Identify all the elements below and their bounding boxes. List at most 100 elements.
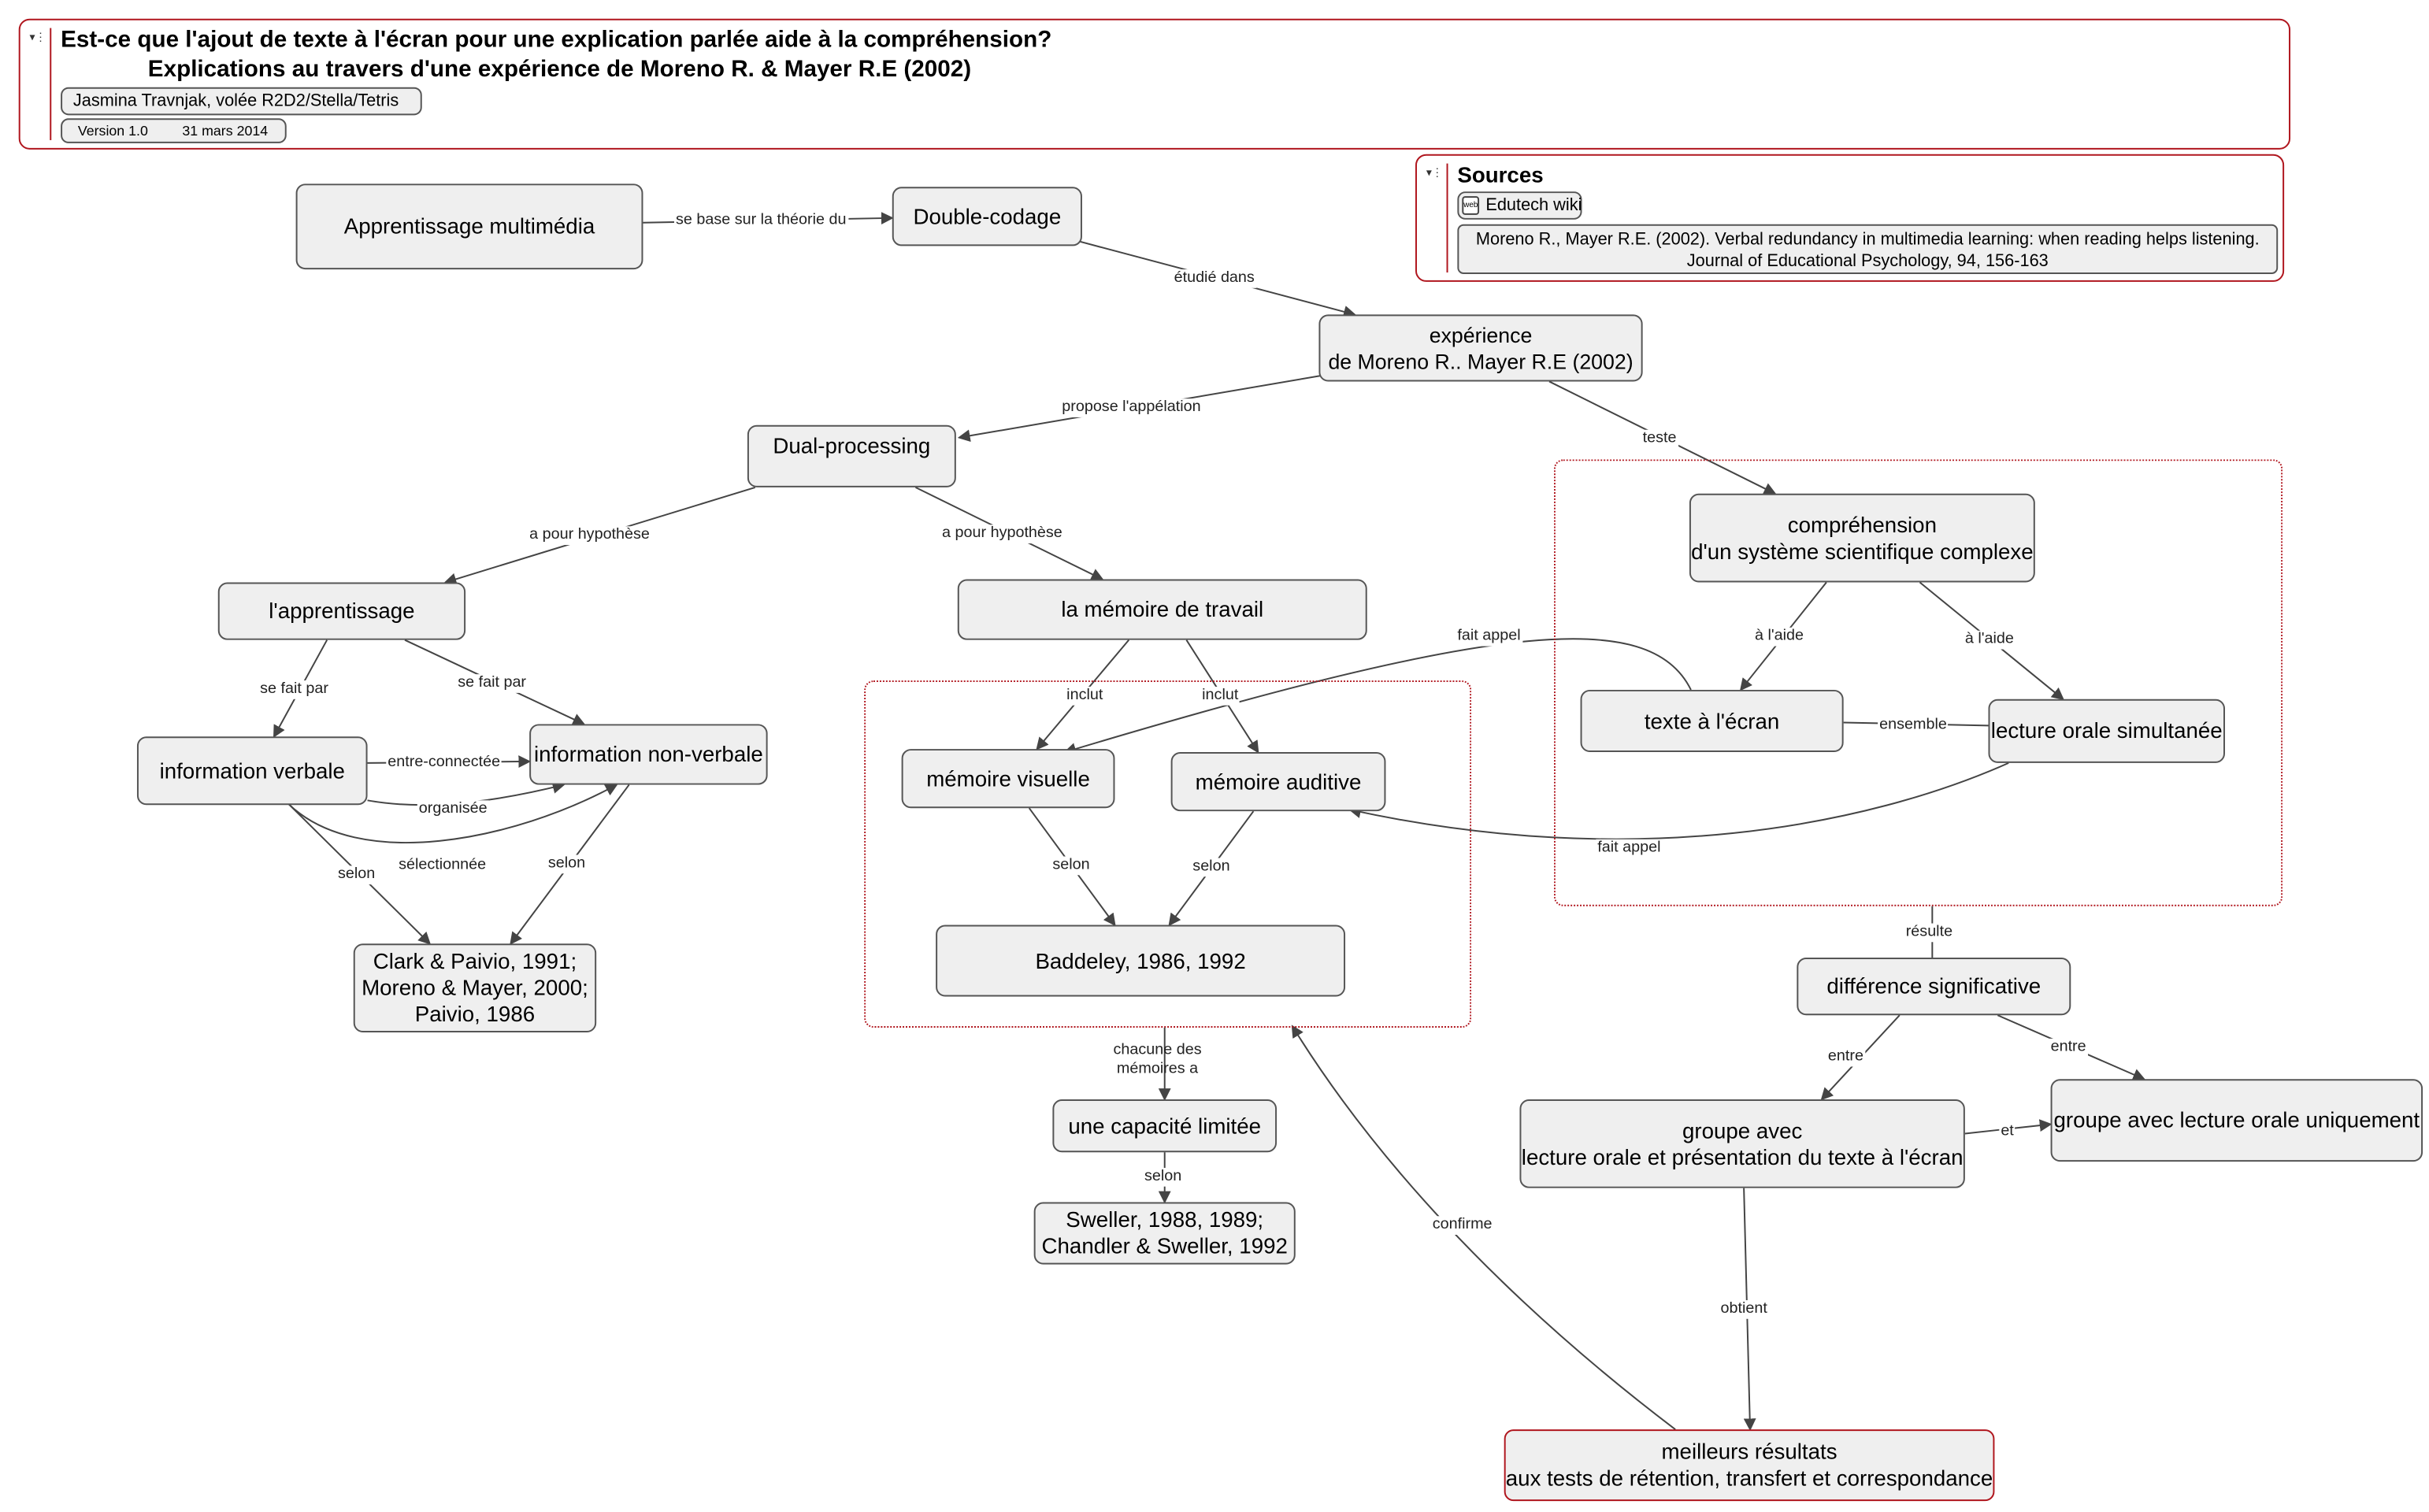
node-label: la mémoire de travail [1061,596,1264,621]
link-label-inclut-1: inclut [1065,686,1105,706]
node-baddeley[interactable]: Baddeley, 1986, 1992 [936,925,1346,997]
panel-divider [50,28,52,140]
link-label-organisee: organisée [417,800,489,820]
node-difference-significative[interactable]: différence significative [1797,958,2071,1016]
link-label-a-laide-2: à l'aide [1963,630,2016,650]
node-label: texte à l'écran [1644,707,1780,733]
node-label-line2: de Moreno R.. Mayer R.E (2002) [1328,349,1634,373]
node-label: lecture orale simultanée [1990,717,2223,743]
link-label-se-fait-par-1: se fait par [258,680,330,699]
node-sweller[interactable]: Sweller, 1988, 1989; Chandler & Sweller,… [1033,1202,1296,1265]
link-label-obtient: obtient [1719,1300,1769,1319]
node-groupe-lecture-orale[interactable]: groupe avec lecture orale uniquement [2050,1079,2423,1162]
memory-group-boundary [864,680,1472,1028]
link-label-selon-2: selon [546,854,588,874]
node-memoire-auditive[interactable]: mémoire auditive [1170,752,1386,812]
link-label-entre-connectee: entre-connectée [386,754,502,773]
node-label-line3: Paivio, 1986 [414,1001,536,1027]
link-label-selectionnee: sélectionnée [397,856,488,876]
link-label-chacune-line1: chacune des [1113,1041,1202,1059]
link-label-selon-4: selon [1191,858,1232,877]
collapse-toggle-icon[interactable]: ▾⋮ [1426,168,1443,180]
link-label-se-fait-par-2: se fait par [456,674,528,693]
page-title: Est-ce que l'ajout de texte à l'écran po… [61,26,1052,54]
date-text: 31 mars 2014 [182,123,269,139]
node-label: information verbale [159,757,345,783]
link-label-propose: propose l'appélation [1060,398,1203,417]
node-label: Baddeley, 1986, 1992 [1035,947,1246,973]
node-label: Double-codage [913,203,1062,228]
node-label: une capacité limitée [1068,1112,1262,1138]
link-label-selon-5: selon [1143,1167,1184,1187]
link-label-selon-3: selon [1051,856,1092,876]
node-label: Apprentissage multimédia [343,213,595,239]
reference-line-1: Moreno R., Mayer R.E. (2002). Verbal red… [1475,230,2260,250]
node-label: l'apprentissage [269,598,415,623]
panel-divider [1446,163,1448,273]
node-label: groupe avec lecture orale uniquement [2053,1106,2420,1132]
node-label-line1: Sweller, 1988, 1989; [1066,1206,1264,1232]
link-label-fait-appel-1: fait appel [1456,627,1522,647]
node-label-line2: d'un système scientifique complexe [1691,538,2034,563]
node-label: mémoire visuelle [926,765,1090,791]
node-label: information non-verbale [533,741,763,766]
version-pill: Version 1.0 31 mars 2014 [61,118,287,143]
node-label-line2: Moreno & Mayer, 2000; [362,974,588,1000]
reference-box: Moreno R., Mayer R.E. (2002). Verbal red… [1457,224,2279,275]
node-label-line2: Chandler & Sweller, 1992 [1041,1233,1288,1258]
page-subtitle: Explications au travers d'une expérience… [147,56,972,83]
sources-panel: ▾⋮ Sources web Edutech wiki Moreno R., M… [1415,154,2285,282]
node-groupe-lecture-texte[interactable]: groupe avec lecture orale et présentatio… [1519,1099,1965,1188]
node-clark-paivio[interactable]: Clark & Paivio, 1991; Moreno & Mayer, 20… [353,943,597,1032]
node-meilleurs-resultats[interactable]: meilleurs résultats aux tests de rétenti… [1504,1429,1995,1502]
node-label-line2: lecture orale et présentation du texte à… [1521,1143,1964,1169]
node-label-line1: groupe avec [1682,1117,1803,1143]
link-label-etudie-dans: étudié dans [1172,269,1256,288]
node-experience[interactable]: expérience de Moreno R.. Mayer R.E (2002… [1318,314,1643,382]
link-label-teste: teste [1641,429,1678,449]
link-label-chacune-line2: mémoires a [1116,1060,1199,1078]
web-link-icon: web [1462,196,1480,215]
author-text: Jasmina Travnjak, volée R2D2/Stella/Tetr… [72,91,399,111]
link-label-confirme: confirme [1430,1216,1494,1235]
node-label: différence significative [1826,973,2041,999]
node-apprentissage-multimedia[interactable]: Apprentissage multimédia [295,183,643,270]
node-capacite-limitee[interactable]: une capacité limitée [1052,1099,1278,1153]
collapse-toggle-icon[interactable]: ▾⋮ [29,32,46,44]
link-label-se-base: se base sur la théorie du [673,211,848,231]
link-label-hypothese-1: a pour hypothèse [528,526,651,546]
node-comprehension[interactable]: compréhension d'un système scientifique … [1689,493,2035,583]
node-lecture-orale-simultanee[interactable]: lecture orale simultanée [1988,699,2225,763]
link-label-inclut-2: inclut [1200,686,1240,706]
reference-line-2: Journal of Educational Psychology, 94, 1… [1686,252,2049,272]
node-label-line1: compréhension [1787,511,1937,537]
link-label-ensemble: ensemble [1878,716,1949,736]
node-memoire-visuelle[interactable]: mémoire visuelle [901,749,1115,809]
link-label-chacune: chacune des mémoires a [1112,1042,1203,1079]
node-dual-processing[interactable]: Dual-processing [747,424,956,487]
link-label-hypothese-2: a pour hypothèse [940,524,1064,544]
node-apprentissage[interactable]: l'apprentissage [217,582,466,640]
author-pill: Jasmina Travnjak, volée R2D2/Stella/Tetr… [61,87,422,116]
node-label-line1: meilleurs résultats [1661,1439,1838,1464]
link-label-a-laide-1: à l'aide [1752,627,1805,647]
title-panel: ▾⋮ Est-ce que l'ajout de texte à l'écran… [18,18,2291,150]
edutech-wiki-link[interactable]: web Edutech wiki [1457,191,1582,220]
link-label-entre-2: entre [2049,1038,2088,1058]
node-double-codage[interactable]: Double-codage [892,187,1082,246]
node-label-line1: Clark & Paivio, 1991; [373,948,577,973]
node-information-non-verbale[interactable]: information non-verbale [529,724,768,785]
link-label-entre-1: entre [1826,1047,1865,1067]
node-texte-ecran[interactable]: texte à l'écran [1580,689,1844,753]
node-label: Dual-processing [773,432,931,458]
node-memoire-travail[interactable]: la mémoire de travail [957,579,1367,640]
node-label-line2: aux tests de rétention, transfert et cor… [1505,1465,1993,1491]
link-label-selon-1: selon [336,865,377,885]
version-text: Version 1.0 [77,123,148,139]
link-label-resulte: résulte [1904,923,1955,943]
link-label-fait-appel-2: fait appel [1596,839,1663,858]
link-label-et: et [1999,1122,2016,1142]
sources-title: Sources [1457,161,1544,187]
node-information-verbale[interactable]: information verbale [136,736,368,806]
